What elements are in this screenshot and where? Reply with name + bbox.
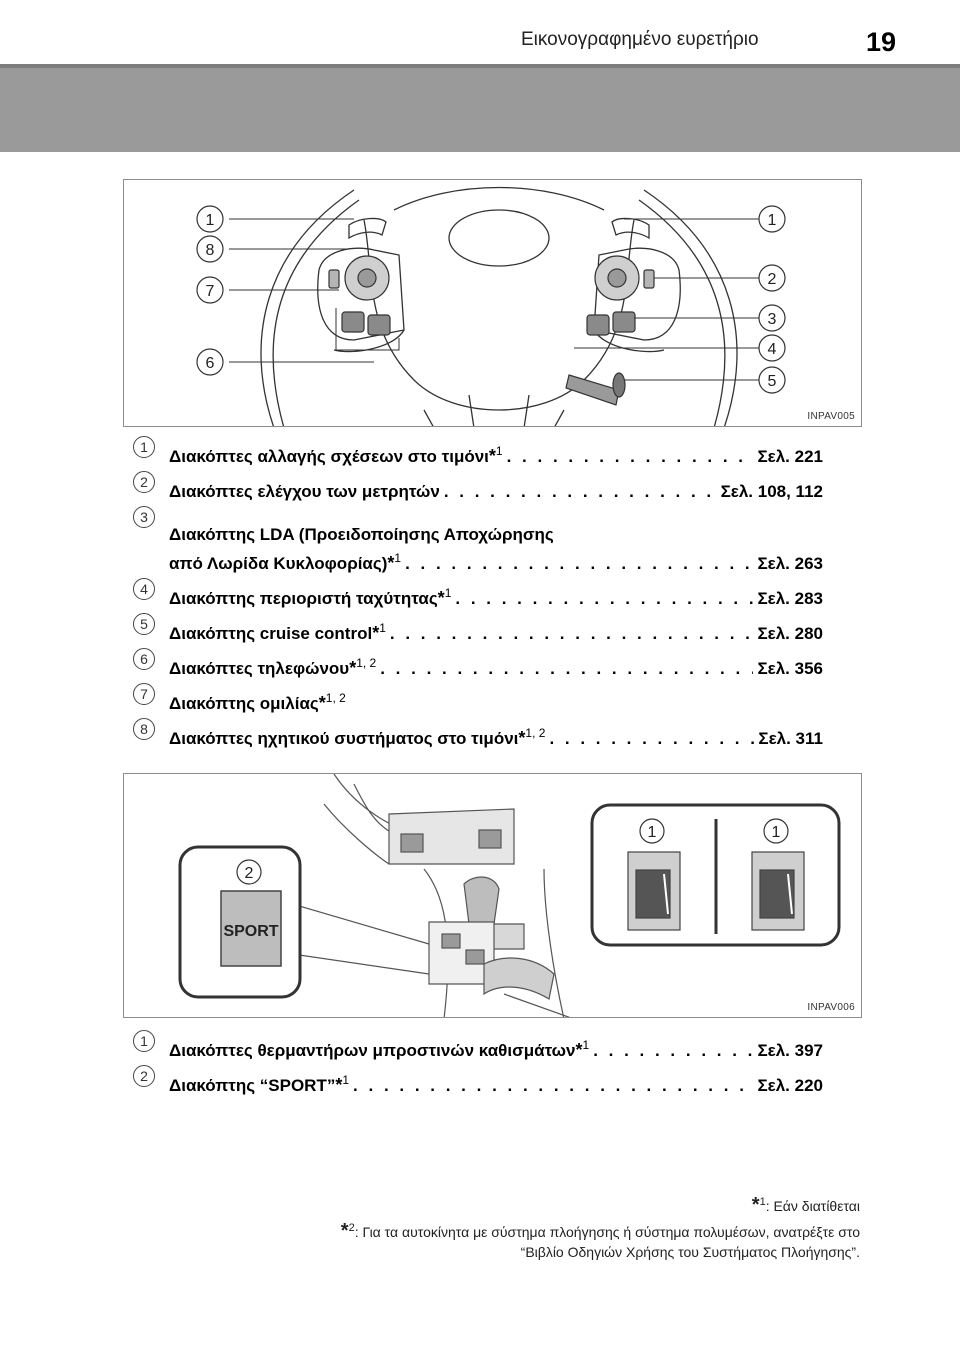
item-label: Διακόπτες θερμαντήρων μπροστινών καθισμά… <box>169 1038 590 1060</box>
callout-5: 5 <box>768 373 777 390</box>
callout-2: 2 <box>768 271 777 288</box>
legend-item: 2 Διακόπτης “SPORT”*1 Σελ. 220 <box>123 1061 843 1096</box>
legend-item: 8 Διακόπτες ηχητικού συστήματος στο τιμό… <box>123 714 843 749</box>
item-number: 6 <box>133 648 155 670</box>
item-label: Διακόπτης “SPORT”*1 <box>169 1073 350 1095</box>
callout-1-right: 1 <box>768 212 777 229</box>
page-reference: Σελ. 280 <box>757 624 823 643</box>
item-label: Διακόπτες ελέγχου των μετρητών <box>169 482 440 501</box>
item-label: Διακόπτης cruise control*1 <box>169 621 386 643</box>
page-number: 19 <box>851 22 911 62</box>
figure-code: INPAV006 <box>807 1002 855 1013</box>
figure-code: INPAV005 <box>807 411 855 422</box>
console-illustration: SPORT 2 1 1 <box>178 774 841 1017</box>
item-number: 8 <box>133 718 155 740</box>
legend-item: 6 Διακόπτες τηλεφώνου*1, 2 Σελ. 356 <box>123 644 843 679</box>
item-number: 3 <box>133 506 155 528</box>
leader-dots <box>380 659 753 679</box>
leader-dots <box>390 624 754 644</box>
page-reference: Σελ. 220 <box>757 1076 823 1095</box>
legend-item: 7 Διακόπτης ομιλίας*1, 2 <box>123 679 843 714</box>
page-reference: Σελ. 263 <box>757 554 823 573</box>
callout-1-right: 1 <box>772 824 781 841</box>
callout-2: 2 <box>245 865 254 882</box>
item-number: 2 <box>133 471 155 493</box>
header-band <box>0 64 960 152</box>
leader-dots <box>549 729 754 749</box>
page-reference: Σελ. 221 <box>757 447 823 466</box>
item-label: Διακόπτες τηλεφώνου*1, 2 <box>169 656 377 678</box>
legend-item: 1 Διακόπτες θερμαντήρων μπροστινών καθισ… <box>123 1026 843 1061</box>
item-label: από Λωρίδα Κυκλοφορίας)*1 <box>169 551 402 573</box>
header-band-edge <box>0 64 960 68</box>
item-number: 7 <box>133 683 155 705</box>
item-number: 5 <box>133 613 155 635</box>
callout-3: 3 <box>768 311 777 328</box>
section-title: Εικονογραφημένο ευρετήριο <box>521 29 759 50</box>
item-label: Διακόπτες ηχητικού συστήματος στο τιμόνι… <box>169 726 546 748</box>
console-switch-legend: 1 Διακόπτες θερμαντήρων μπροστινών καθισ… <box>123 1026 843 1096</box>
item-number: 1 <box>133 1030 155 1052</box>
page-reference: Σελ. 311 <box>758 729 823 748</box>
legend-item: 5 Διακόπτης cruise control*1 Σελ. 280 <box>123 609 843 644</box>
item-label: Διακόπτης ομιλίας*1, 2 <box>169 691 346 713</box>
legend-item: 3 Διακόπτης LDA (Προειδοποίησης Αποχώρησ… <box>123 502 843 574</box>
callout-7: 7 <box>206 283 215 300</box>
item-label: Διακόπτες αλλαγής σχέσεων στο τιμόνι*1 <box>169 444 503 466</box>
page-reference: Σελ. 356 <box>757 659 823 678</box>
footnote-1: *1: Εάν διατίθεται <box>751 1194 860 1216</box>
sport-button-label: SPORT <box>223 923 278 940</box>
page-reference: Σελ. 108, 112 <box>720 482 823 501</box>
callout-4: 4 <box>768 341 777 358</box>
steering-wheel-figure: 1 8 7 6 1 2 3 4 5 INPAV005 <box>123 179 862 427</box>
legend-item: 4 Διακόπτης περιοριστή ταχύτητας*1 Σελ. … <box>123 574 843 609</box>
item-number: 4 <box>133 578 155 600</box>
item-number: 2 <box>133 1065 155 1087</box>
item-number: 1 <box>133 436 155 458</box>
page-reference: Σελ. 283 <box>757 589 823 608</box>
callout-1-left: 1 <box>206 212 215 229</box>
leader-dots <box>444 482 717 502</box>
item-label-line1: Διακόπτης LDA (Προειδοποίησης Αποχώρησης <box>169 525 554 544</box>
item-label: Διακόπτης περιοριστή ταχύτητας*1 <box>169 586 452 608</box>
steering-wheel-illustration: 1 8 7 6 1 2 3 4 5 <box>196 186 786 426</box>
footnote-2: *2: Για τα αυτοκίνητα με σύστημα πλοήγησ… <box>340 1220 860 1260</box>
steering-switch-legend: 1 Διακόπτες αλλαγής σχέσεων στο τιμόνι*1… <box>123 432 843 749</box>
callout-6: 6 <box>206 355 215 372</box>
legend-item: 2 Διακόπτες ελέγχου των μετρητών Σελ. 10… <box>123 467 843 502</box>
leader-dots <box>405 554 753 574</box>
leader-dots <box>507 447 754 467</box>
page-header: Εικονογραφημένο ευρετήριο 19 <box>0 0 960 64</box>
callout-1-left: 1 <box>648 824 657 841</box>
page-reference: Σελ. 397 <box>757 1041 823 1060</box>
console-figure: SPORT 2 1 1 INPAV006 <box>123 773 862 1018</box>
leader-dots <box>455 589 753 609</box>
leader-dots <box>593 1041 753 1061</box>
callout-8: 8 <box>206 242 215 259</box>
legend-item: 1 Διακόπτες αλλαγής σχέσεων στο τιμόνι*1… <box>123 432 843 467</box>
leader-dots <box>353 1076 753 1096</box>
